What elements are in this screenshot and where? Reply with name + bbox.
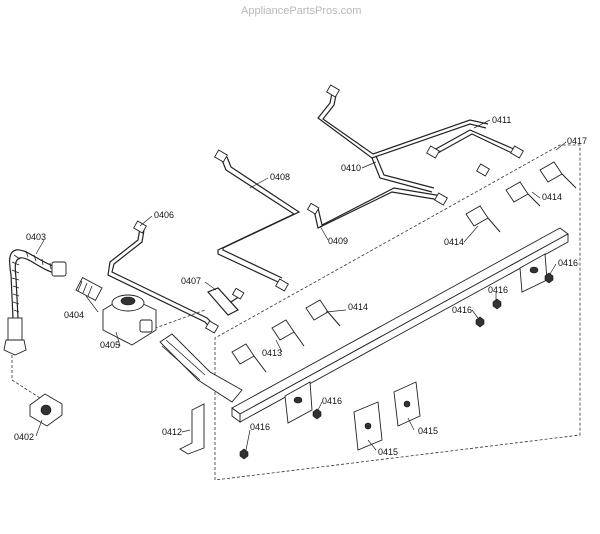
label-0403: 0403 bbox=[26, 232, 46, 242]
manifold-rail bbox=[159, 227, 569, 424]
label-0414-mid: 0414 bbox=[444, 237, 464, 247]
label-0413: 0413 bbox=[262, 348, 282, 358]
part-0407-loop-tube bbox=[206, 287, 245, 316]
label-0404: 0404 bbox=[64, 310, 84, 320]
label-0408: 0408 bbox=[270, 172, 290, 182]
part-0416-nuts bbox=[239, 272, 554, 460]
part-0406-gas-tube bbox=[107, 220, 219, 334]
label-0402: 0402 bbox=[14, 432, 34, 442]
part-0404-union-fitting bbox=[75, 277, 103, 301]
part-0415-plate-right bbox=[393, 381, 421, 427]
valve-0414-front bbox=[305, 299, 341, 327]
label-0415-left: 0415 bbox=[378, 447, 398, 457]
part-0408-gas-tube bbox=[214, 149, 301, 292]
label-0414-front: 0414 bbox=[348, 302, 368, 312]
part-0411-gas-tube bbox=[426, 129, 524, 177]
label-0412: 0412 bbox=[162, 427, 182, 437]
part-0410-gas-tube bbox=[317, 84, 489, 193]
part-0402-shutoff-valve bbox=[29, 393, 63, 427]
part-0409-gas-tube bbox=[306, 187, 448, 229]
valve-0414-rear bbox=[505, 161, 577, 207]
assembly-boundary bbox=[11, 144, 581, 481]
label-0406: 0406 bbox=[154, 210, 174, 220]
label-0414-rear: 0414 bbox=[542, 192, 562, 202]
label-0405: 0405 bbox=[100, 340, 120, 350]
label-0410: 0410 bbox=[341, 163, 361, 173]
label-0415-right: 0415 bbox=[418, 426, 438, 436]
label-0416-mid: 0416 bbox=[452, 305, 472, 315]
label-0416-right: 0416 bbox=[558, 258, 578, 268]
part-labels: 0403 0404 0405 0402 0406 0407 0408 0409 … bbox=[14, 115, 587, 457]
part-0412-bracket bbox=[179, 403, 205, 455]
label-0411: 0411 bbox=[492, 115, 511, 125]
label-0417: 0417 bbox=[567, 136, 587, 146]
label-0416-upper: 0416 bbox=[488, 285, 508, 295]
watermark-text: AppliancePartsPros.com bbox=[241, 5, 361, 17]
label-0407: 0407 bbox=[181, 276, 201, 286]
part-0405-regulator bbox=[102, 294, 157, 346]
part-0403-flex-hose bbox=[3, 249, 67, 356]
valve-0413 bbox=[231, 319, 305, 373]
label-0409: 0409 bbox=[328, 236, 348, 246]
label-0416-bottom: 0416 bbox=[250, 422, 270, 432]
part-0415-plate-left bbox=[353, 401, 383, 451]
label-0416-center: 0416 bbox=[322, 396, 342, 406]
valve-0414-mid bbox=[465, 205, 501, 233]
leader-lines bbox=[35, 119, 567, 451]
